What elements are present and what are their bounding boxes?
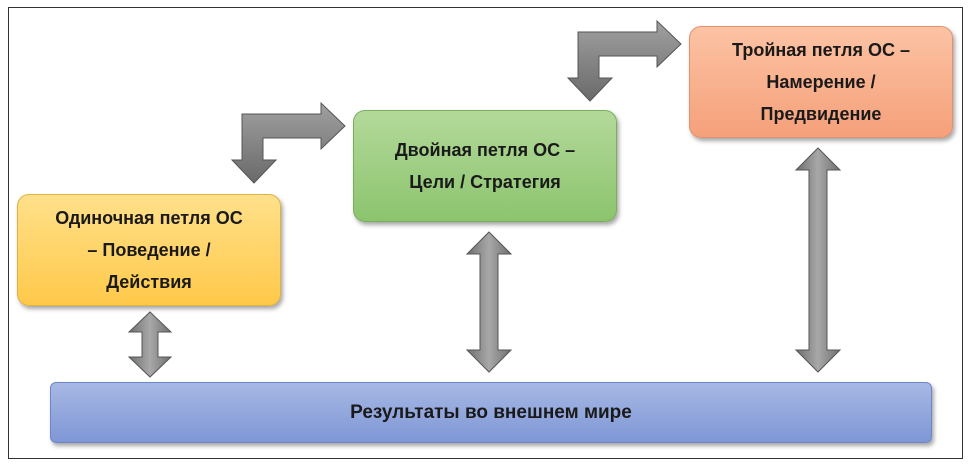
- triple-loop-label: Тройная петля ОС – Намерение / Предвиден…: [732, 40, 910, 124]
- arrow-double-triple: [566, 19, 682, 102]
- single-loop-box: Одиночная петля ОС – Поведение / Действи…: [17, 194, 281, 306]
- arrow-triple-results: [794, 147, 842, 373]
- results-box: Результаты во внешнем мире: [50, 382, 932, 443]
- double-loop-box: Двойная петля ОС – Цели / Стратегия: [353, 110, 617, 222]
- triple-loop-box: Тройная петля ОС – Намерение / Предвиден…: [689, 26, 953, 138]
- arrow-double-results: [465, 231, 513, 373]
- arrow-single-double: [230, 101, 346, 184]
- double-loop-label: Двойная петля ОС – Цели / Стратегия: [394, 140, 576, 192]
- arrow-single-results: [127, 311, 173, 378]
- single-loop-label: Одиночная петля ОС – Поведение / Действи…: [55, 208, 243, 292]
- results-label: Результаты во внешнем мире: [350, 401, 632, 423]
